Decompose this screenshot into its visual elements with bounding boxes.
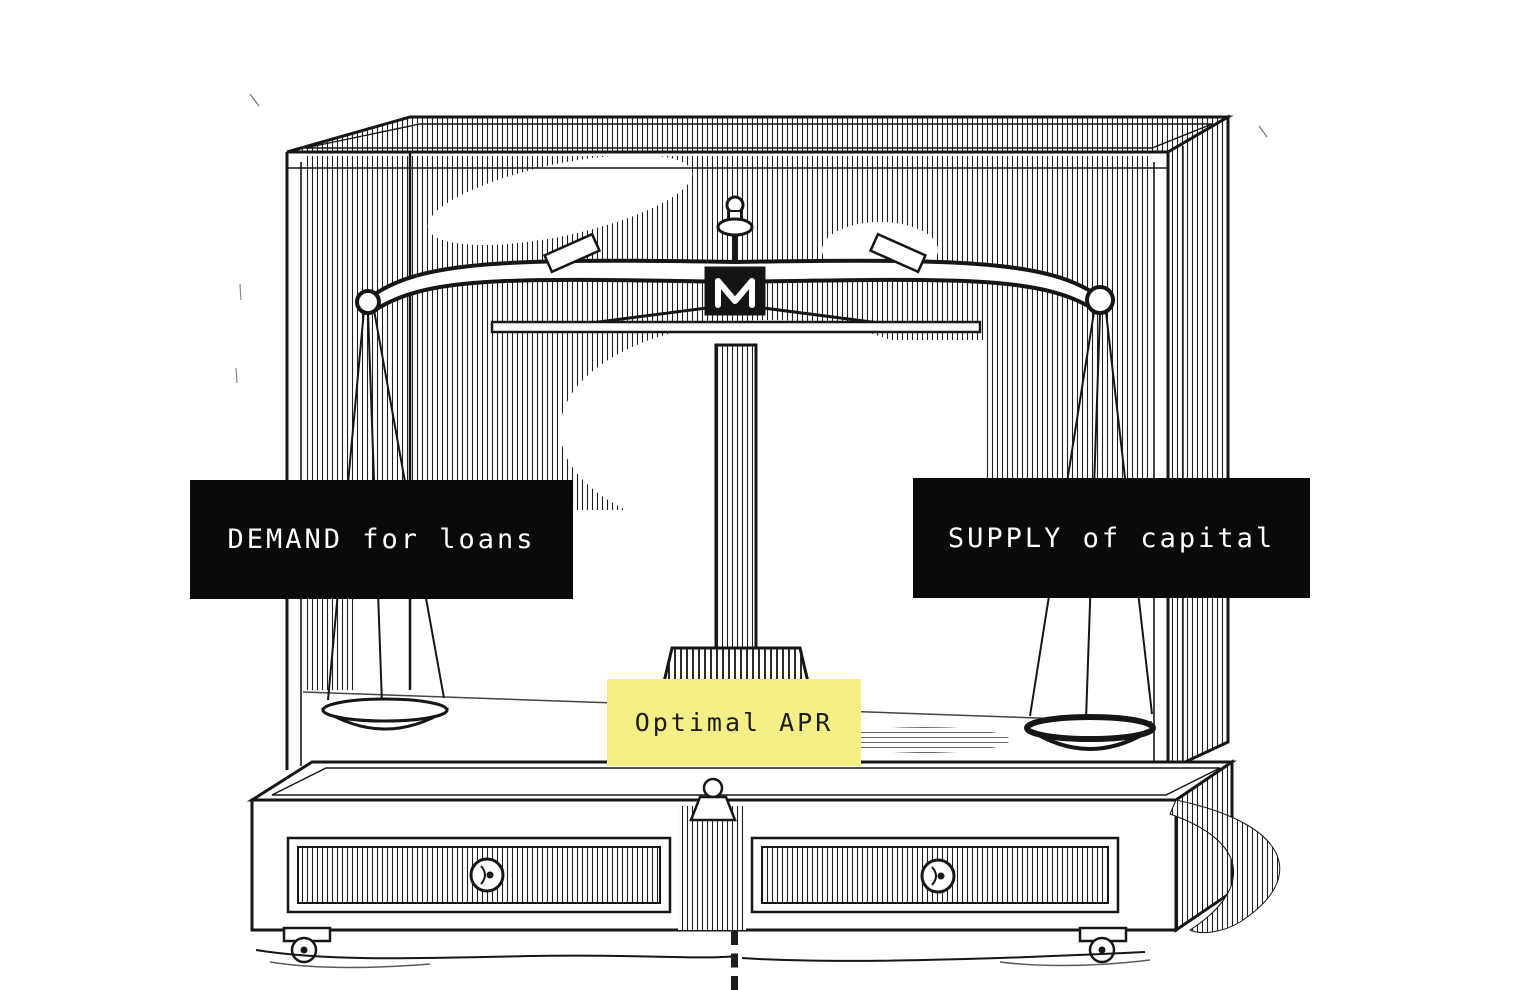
apr-dashed-connector-line xyxy=(731,931,738,990)
demand-label: DEMAND for loans xyxy=(190,480,573,599)
pedestal-column xyxy=(662,343,810,684)
drawer-knob xyxy=(920,858,956,894)
finial xyxy=(716,195,754,268)
left-drawer xyxy=(286,836,672,914)
floor-shadow xyxy=(840,727,1010,753)
drawer-knob xyxy=(469,857,505,893)
base-cabinet xyxy=(246,759,1237,964)
supply-label: SUPPLY of capital xyxy=(913,478,1310,598)
optimal-apr-label: Optimal APR xyxy=(607,679,861,766)
right-foot xyxy=(1078,926,1128,964)
cone-ornament xyxy=(689,777,737,822)
balance-beam xyxy=(355,195,1115,334)
right-drawer xyxy=(750,836,1120,914)
cast-shadow xyxy=(255,799,1281,969)
